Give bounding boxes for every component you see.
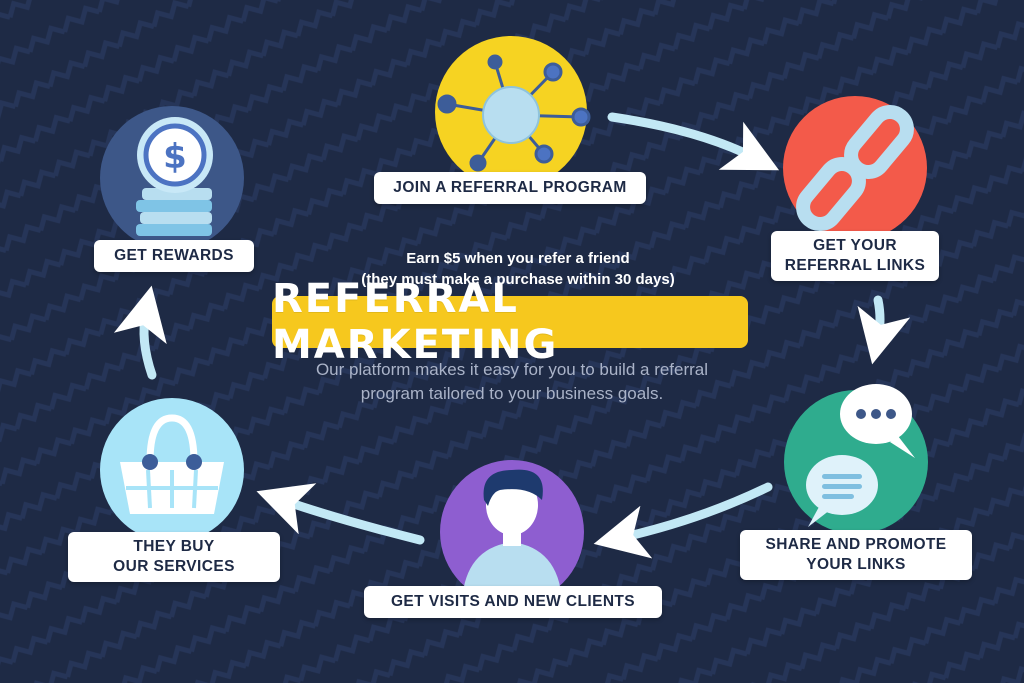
share-step-label: SHARE AND PROMOTE YOUR LINKS	[740, 530, 972, 580]
links-step-line1: GET YOUR	[813, 237, 897, 254]
person-avatar-icon	[462, 469, 562, 600]
subtitle: Our platform makes it easy for you to bu…	[262, 358, 762, 406]
flow-arrows	[113, 112, 911, 559]
join-step-text: JOIN A REFERRAL PROGRAM	[393, 179, 627, 196]
earn-note-line2: (they must make a purchase within 30 day…	[361, 271, 675, 288]
buy-step-circle	[100, 398, 244, 542]
shopping-basket-icon	[120, 414, 224, 514]
network-nodes-icon	[437, 54, 591, 172]
arrow-join-to-links	[607, 112, 780, 171]
subtitle-line2: program tailored to your business goals.	[360, 384, 664, 403]
earn-note: Earn $5 when you refer a friend (they mu…	[298, 248, 738, 290]
visits-step-label: GET VISITS AND NEW CLIENTS	[364, 586, 662, 618]
join-step-circle	[435, 36, 591, 188]
dollar-coins-icon: $	[136, 117, 213, 236]
rewards-step-text: GET REWARDS	[114, 247, 234, 264]
visits-step-circle	[440, 460, 584, 604]
buy-step-label: THEY BUY OUR SERVICES	[68, 532, 280, 582]
main-title-text: REFERRAL MARKETING	[272, 276, 559, 368]
share-step-line1: SHARE AND PROMOTE	[765, 536, 947, 553]
arrow-share-to-visits	[593, 482, 773, 559]
links-step-line2: REFERRAL LINKS	[784, 257, 926, 274]
earn-note-line1: Earn $5 when you refer a friend	[406, 250, 630, 267]
rewards-step-label: GET REWARDS	[94, 240, 254, 272]
buy-step-line2: OUR SERVICES	[113, 558, 235, 575]
arrow-links-to-share	[857, 295, 911, 365]
arrow-buy-to-rewards	[113, 285, 167, 380]
chat-bubbles-icon	[806, 384, 915, 527]
links-step-circle	[783, 96, 927, 240]
share-step-circle	[784, 384, 928, 534]
rewards-step-circle: $	[100, 106, 244, 250]
buy-step-line1: THEY BUY	[133, 538, 215, 555]
main-title: REFERRAL MARKETING	[272, 276, 748, 368]
visits-step-text: GET VISITS AND NEW CLIENTS	[390, 593, 636, 610]
share-step-line2: YOUR LINKS	[806, 556, 906, 573]
links-step-label: GET YOUR REFERRAL LINKS	[771, 231, 939, 281]
svg-text:$: $	[163, 137, 187, 177]
chain-link-icon	[796, 104, 914, 232]
join-step-label: JOIN A REFERRAL PROGRAM	[374, 172, 646, 204]
arrow-visits-to-buy	[256, 483, 425, 545]
subtitle-line1: Our platform makes it easy for you to bu…	[315, 360, 709, 379]
